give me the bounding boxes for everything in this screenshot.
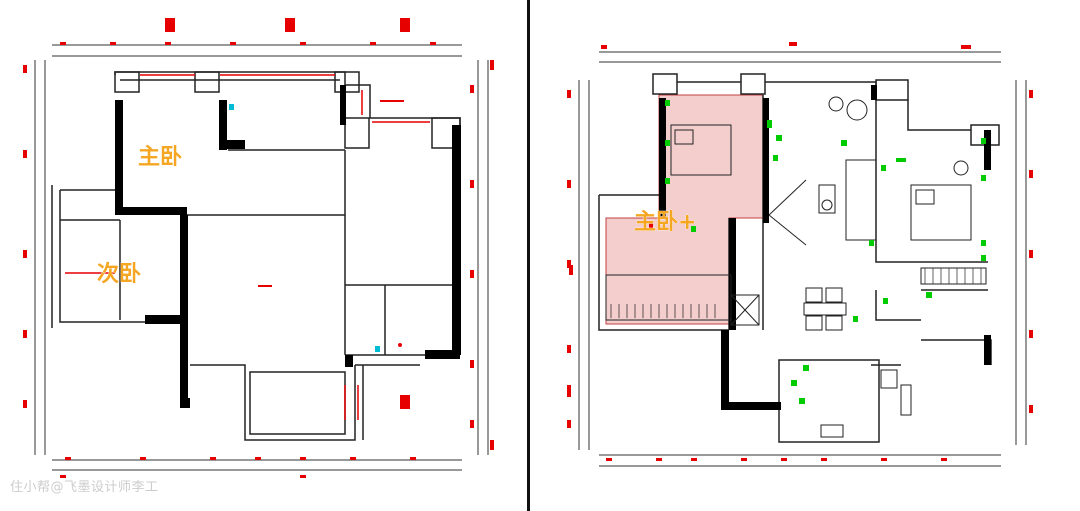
top-dimension-marks <box>601 42 971 49</box>
original-floor-plan: 主卧 次卧 <box>0 0 539 511</box>
original-plan-drawing: 主卧 次卧 <box>23 18 494 478</box>
green-annotations <box>665 100 986 404</box>
load-bearing-walls <box>115 85 461 408</box>
bottom-dimension-marks <box>60 457 416 478</box>
bottom-dimension-lines <box>599 454 1001 467</box>
redesigned-floor-plan: 主卧+ <box>541 0 1080 511</box>
label-master-bedroom-plus: 主卧+ <box>634 210 696 235</box>
diagonal-lines <box>768 179 807 246</box>
watermark: 住小帮@飞墨设计师李工 <box>10 480 159 495</box>
label-master-bedroom: 主卧 <box>138 145 182 170</box>
bottom-dimension-marks <box>606 458 947 461</box>
furniture <box>605 96 987 438</box>
load-bearing-walls <box>659 85 991 410</box>
side-dimension-marks <box>23 60 494 450</box>
cyan-markers <box>229 104 380 352</box>
redesigned-plan-drawing: 主卧+ <box>567 42 1033 467</box>
side-dimension-lines <box>34 60 489 455</box>
side-dimension-marks <box>567 90 1033 428</box>
label-second-bedroom: 次卧 <box>97 261 141 287</box>
wardrobe-hatching <box>610 268 982 318</box>
panel-divider <box>527 0 530 511</box>
bottom-dimension-lines <box>52 459 462 471</box>
window-annotations <box>258 100 410 409</box>
top-dimension-lines <box>52 44 462 57</box>
top-dimension-marks <box>60 18 436 45</box>
windows <box>65 74 430 420</box>
top-dimension-lines <box>599 51 1001 63</box>
side-dimension-lines <box>578 80 1027 450</box>
window-marks <box>567 222 653 397</box>
thin-walls <box>51 71 461 441</box>
